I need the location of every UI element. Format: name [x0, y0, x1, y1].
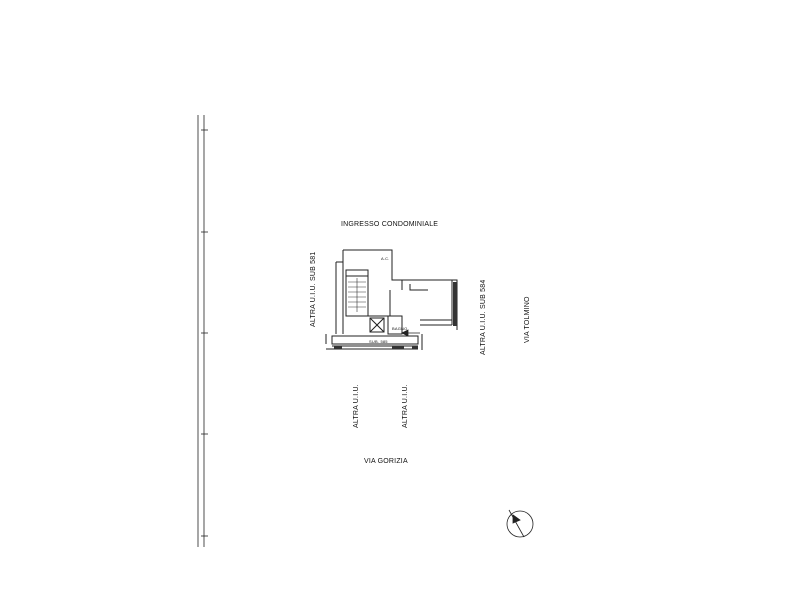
label-altra-uiu-sub-581: ALTRA U.I.U. SUB 581	[310, 251, 317, 327]
label-via-gorizia: VIA GORIZIA	[364, 458, 408, 465]
label-altra-uiu-2: ALTRA U.I.U.	[402, 384, 409, 428]
wall-fills	[334, 282, 457, 349]
label-bagno: BAGNO	[392, 326, 408, 331]
label-altra-uiu-1: ALTRA U.I.U.	[353, 384, 360, 428]
stair-symbol-icon	[348, 278, 366, 312]
label-ac: A.C.	[381, 256, 390, 261]
entry-arrow-icon	[401, 329, 420, 337]
north-arrow-icon	[506, 509, 534, 538]
label-via-tolmino: VIA TOLMINO	[524, 296, 531, 343]
margin-rule	[197, 115, 208, 547]
label-ingresso-condominiale: INGRESSO CONDOMINIALE	[341, 221, 439, 228]
label-sub-code: SUB. 585	[369, 339, 388, 344]
label-altra-uiu-sub-584: ALTRA U.I.U. SUB 584	[480, 279, 487, 355]
building-walls	[325, 249, 458, 350]
